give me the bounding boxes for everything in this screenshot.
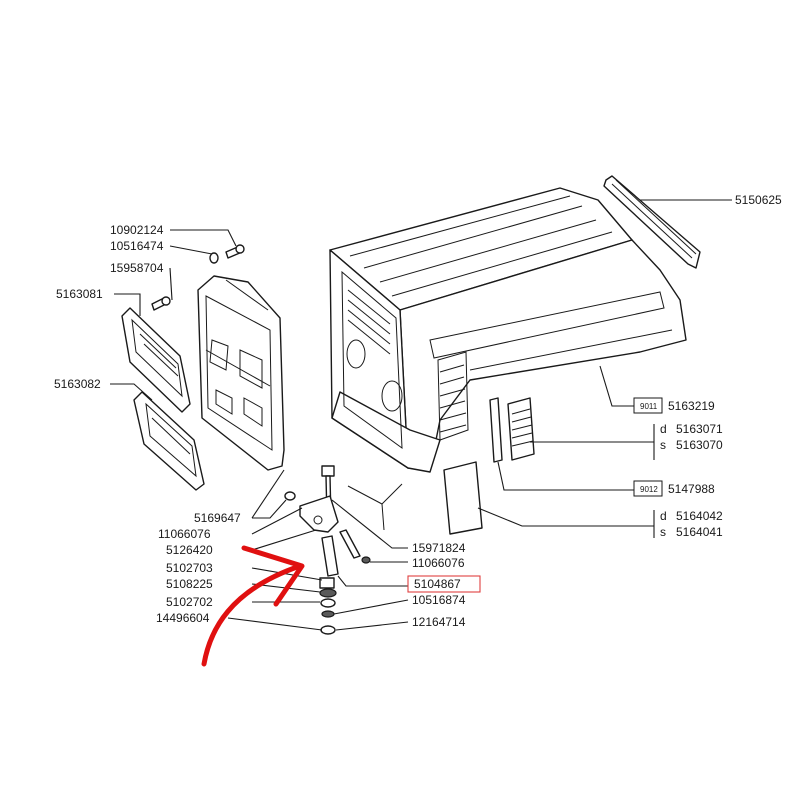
- leader-15971824: [331, 499, 408, 549]
- label-5163082[interactable]: 5163082: [54, 377, 101, 391]
- label-5164042[interactable]: 5164042: [676, 509, 723, 523]
- side-plate-part[interactable]: [443, 461, 483, 535]
- screw-10902124-part[interactable]: [225, 244, 245, 259]
- upper-light-part[interactable]: [121, 307, 191, 413]
- screw-15958704-part[interactable]: [151, 296, 171, 311]
- side-mark-s1: s: [660, 438, 666, 452]
- label-15971824[interactable]: 15971824: [412, 541, 466, 555]
- label-10516474[interactable]: 10516474: [110, 239, 164, 253]
- label-12164714[interactable]: 12164714: [412, 615, 466, 629]
- label-5150625[interactable]: 5150625: [735, 193, 782, 207]
- leader-5163081: [114, 293, 141, 316]
- side-mark-d2: d: [660, 509, 667, 523]
- label-5104867[interactable]: 5104867: [414, 577, 461, 591]
- trim-strip-part[interactable]: [603, 175, 701, 269]
- pin-long-part[interactable]: [339, 529, 361, 559]
- washer-10516874-part[interactable]: [321, 610, 335, 618]
- side-mark-d1: d: [660, 422, 667, 436]
- leader-11066076a: [251, 507, 303, 535]
- pin-5104867-part[interactable]: [321, 535, 339, 577]
- label-5102702[interactable]: 5102702: [166, 595, 213, 609]
- label-15958704[interactable]: 15958704: [110, 261, 164, 275]
- side-mark-s2: s: [660, 525, 666, 539]
- leader-5164042: [477, 507, 654, 527]
- label-5164041[interactable]: 5164041: [676, 525, 723, 539]
- badge-9012-text: 9012: [640, 485, 658, 494]
- washer-5102702-part[interactable]: [320, 598, 336, 608]
- label-5163219[interactable]: 5163219: [668, 399, 715, 413]
- label-5126420[interactable]: 5126420: [166, 543, 213, 557]
- red-arrow-annotation: [201, 545, 305, 667]
- leader-5104867: [337, 575, 408, 587]
- washer-10516474-part[interactable]: [209, 252, 219, 264]
- side-grille-part[interactable]: [507, 397, 535, 461]
- label-14496604[interactable]: 14496604: [156, 611, 210, 625]
- label-5163070[interactable]: 5163070: [676, 438, 723, 452]
- leader-5147988: [497, 461, 634, 491]
- label-11066076-right[interactable]: 11066076: [412, 556, 465, 570]
- leader-5169647: [252, 499, 287, 519]
- badge-9012: 9012: [633, 480, 663, 497]
- label-5108225[interactable]: 5108225: [166, 577, 213, 591]
- hood-body-part[interactable]: [329, 187, 687, 473]
- nut-11066076-part[interactable]: [361, 556, 371, 564]
- leader-5163219: [599, 365, 634, 407]
- washer-5108225-part[interactable]: [319, 588, 337, 598]
- leader-10516474: [169, 245, 213, 255]
- label-5102703[interactable]: 5102703: [166, 561, 213, 575]
- leader-14496604: [227, 617, 323, 631]
- leader-15958704: [169, 267, 173, 301]
- label-11066076-left[interactable]: 11066076: [158, 527, 211, 541]
- leader-10902124: [170, 229, 237, 247]
- front-grille-frame-part[interactable]: [197, 275, 285, 471]
- spacer-5102703-part[interactable]: [319, 577, 335, 589]
- leader-12164714: [335, 621, 409, 631]
- label-10516874[interactable]: 10516874: [412, 593, 466, 607]
- leader-5102703: [251, 567, 323, 581]
- highlight-box: [407, 575, 481, 593]
- label-10902124[interactable]: 10902124: [110, 223, 164, 237]
- badge-9011-text: 9011: [640, 402, 658, 411]
- thin-strip-part[interactable]: [489, 397, 503, 463]
- leader-frame: [251, 469, 285, 519]
- leader-10516874: [333, 599, 409, 615]
- bracket-5126420-part[interactable]: [299, 495, 339, 533]
- label-5169647[interactable]: 5169647: [194, 511, 241, 525]
- label-5163081[interactable]: 5163081: [56, 287, 103, 301]
- lower-light-part[interactable]: [133, 391, 205, 491]
- label-5147988[interactable]: 5147988: [668, 482, 715, 496]
- nut-5169647-part[interactable]: [284, 491, 296, 501]
- nut-12164714-part[interactable]: [320, 625, 336, 635]
- badge-9011: 9011: [633, 397, 663, 414]
- leader-5163082: [110, 383, 153, 401]
- leader-5126420: [251, 529, 317, 551]
- label-5163071[interactable]: 5163071: [676, 422, 723, 436]
